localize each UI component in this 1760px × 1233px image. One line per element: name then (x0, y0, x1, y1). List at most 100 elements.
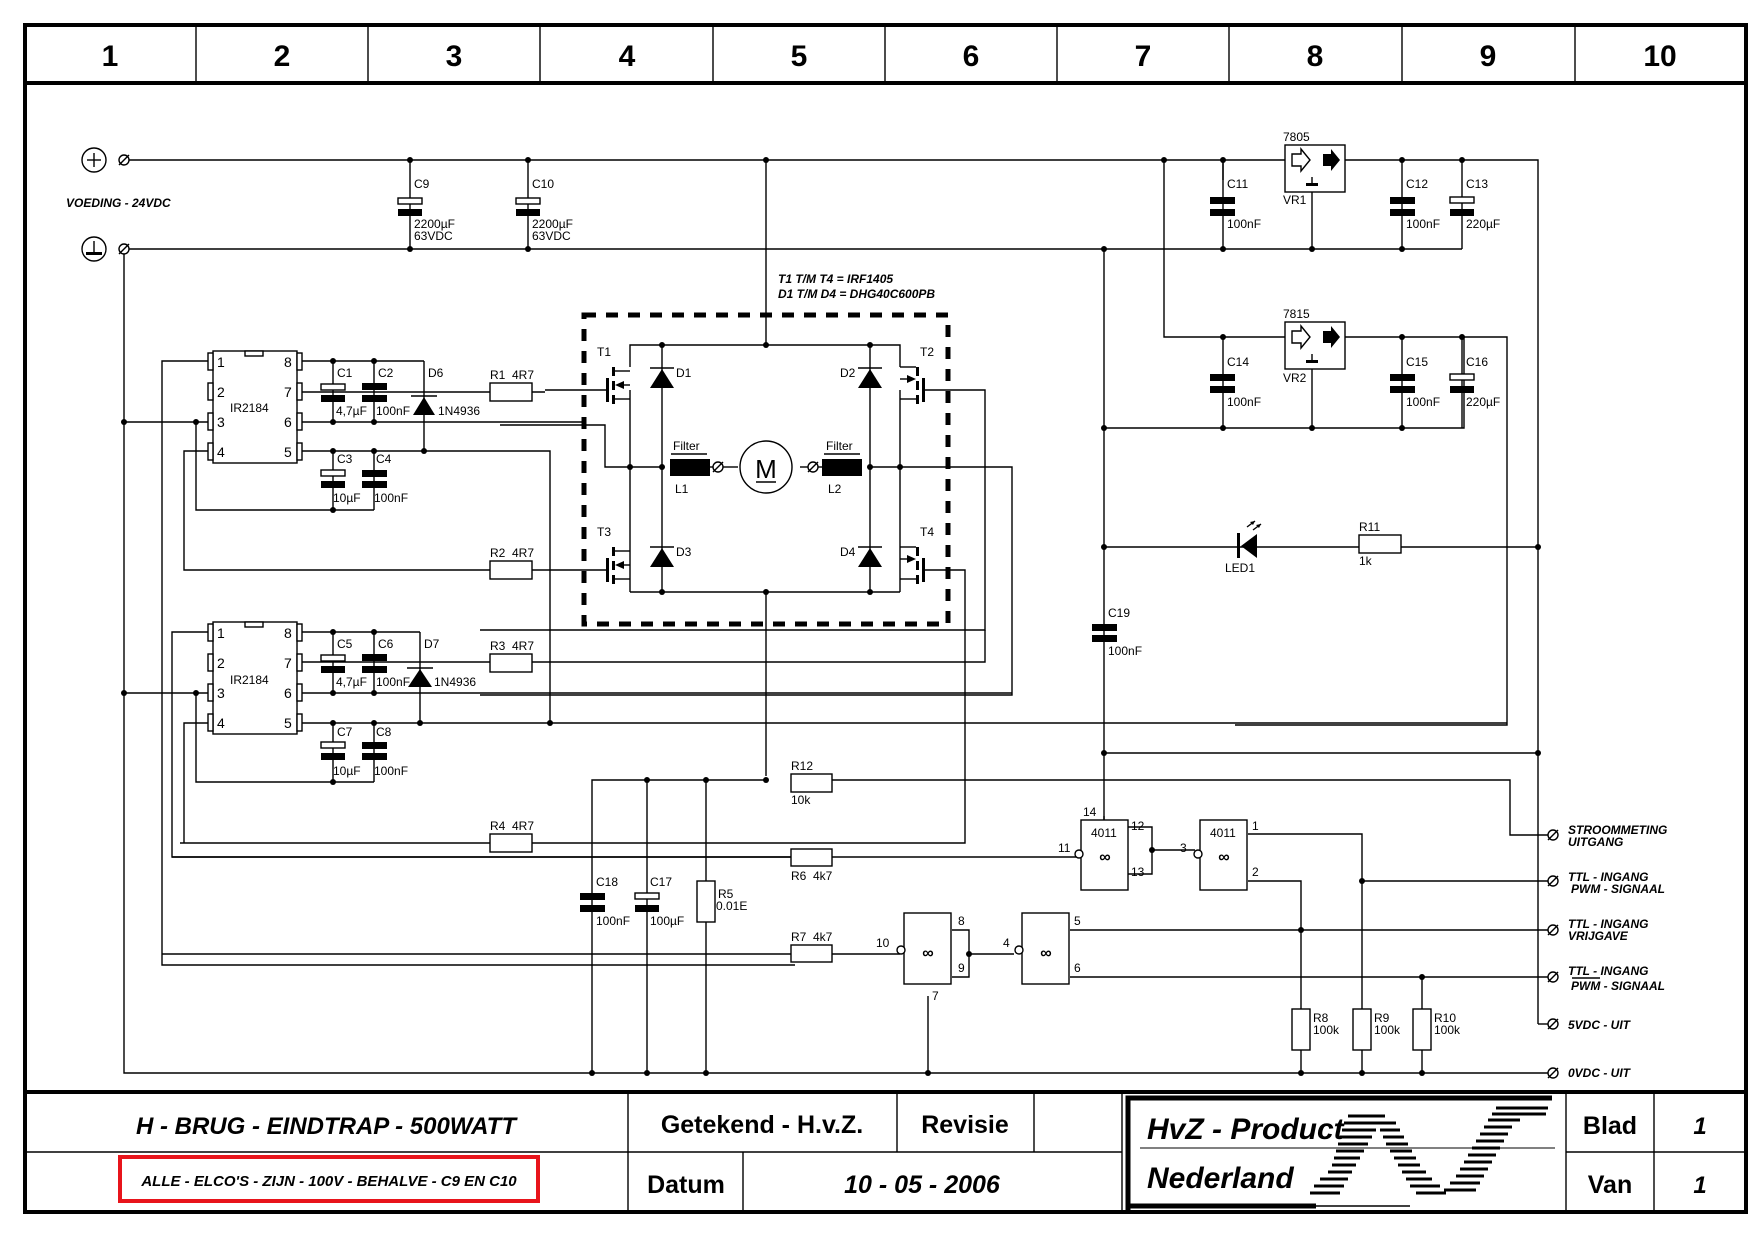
resistor-R8: R8 100k (1291, 1008, 1340, 1051)
svg-text:R6: R6 (791, 869, 807, 883)
svg-text:R2: R2 (490, 546, 506, 560)
resistor-R4: R4 4R7 (489, 819, 534, 853)
svg-text:2: 2 (1252, 865, 1259, 879)
svg-text:PWM - SIGNAAL: PWM - SIGNAAL (1571, 882, 1665, 896)
svg-text:D4: D4 (840, 545, 856, 559)
sheet-total: 1 (1693, 1172, 1706, 1199)
svg-text:C14: C14 (1227, 355, 1249, 369)
svg-text:L2: L2 (828, 482, 842, 496)
svg-text:4,7µF: 4,7µF (336, 675, 367, 689)
svg-text:7815: 7815 (1283, 307, 1310, 321)
svg-text:Filter: Filter (673, 439, 700, 453)
schmitt-icon: ∞ (1099, 849, 1110, 866)
diode-D7: D7 1N4936 (407, 632, 476, 723)
connector-pwm-input: TTL - INGANG PWM - SIGNAAL (1547, 870, 1665, 896)
svg-text:C10: C10 (532, 177, 554, 191)
nand-gate-1: 4011 ∞ 11 14 12 13 (1058, 805, 1145, 891)
nand-gate-3: ∞ 10 8 9 7 (876, 912, 965, 1003)
column-label: 10 (1643, 40, 1676, 73)
svg-text:C9: C9 (414, 177, 430, 191)
svg-text:63VDC: 63VDC (532, 229, 571, 243)
capacitor-C2: C2 100nF (362, 366, 410, 418)
capacitor-C3: C3 10µF (320, 452, 361, 505)
column-label: 3 (446, 40, 463, 73)
capacitor-C19: C19 100nF (1092, 606, 1142, 658)
svg-text:9: 9 (958, 961, 965, 975)
svg-text:0.01E: 0.01E (716, 899, 747, 913)
column-label: 4 (619, 40, 636, 73)
capacitor-C1: C1 4,7µF (320, 366, 367, 418)
svg-text:Filter: Filter (826, 439, 853, 453)
wires (123, 159, 1548, 1074)
resistor-R6: R6 4k7 (790, 848, 833, 883)
svg-text:4R7: 4R7 (512, 546, 534, 560)
column-header: 1 2 3 4 5 6 7 8 9 10 (102, 25, 1677, 83)
svg-text:C2: C2 (378, 366, 394, 380)
svg-text:D2: D2 (840, 366, 856, 380)
capacitor-C14: C14 100nF (1210, 337, 1261, 428)
svg-text:4: 4 (217, 715, 225, 731)
drawing-title: H - BRUG - EINDTRAP - 500WATT (136, 1113, 518, 1140)
svg-text:100k: 100k (1313, 1023, 1340, 1037)
svg-text:UITGANG: UITGANG (1568, 835, 1623, 849)
svg-text:1: 1 (217, 625, 225, 641)
drawn-by: Getekend - H.v.Z. (661, 1111, 863, 1139)
svg-text:LED1: LED1 (1225, 561, 1255, 575)
svg-text:TTL - INGANG: TTL - INGANG (1568, 870, 1648, 884)
motor-icon: M (739, 440, 793, 494)
svg-text:VRIJGAVE: VRIJGAVE (1568, 929, 1629, 943)
svg-text:T4: T4 (920, 525, 934, 539)
nand-gate-4: ∞ 4 5 6 (1003, 912, 1081, 985)
regulator-VR2: 7815 VR2 (1283, 307, 1346, 385)
connector-enable-input: TTL - INGANG VRIJGAVE (1547, 917, 1648, 943)
schmitt-icon: ∞ (1040, 945, 1051, 962)
power-label: VOEDING - 24VDC (66, 196, 171, 210)
mosfet-T3: T3 (545, 525, 630, 584)
schmitt-icon: ∞ (1218, 849, 1229, 866)
svg-text:3: 3 (217, 685, 225, 701)
diode-D2: D2 (840, 366, 882, 388)
capacitor-C4: C4 100nF (362, 452, 408, 505)
svg-text:R10: R10 (1434, 1011, 1456, 1025)
svg-text:C16: C16 (1466, 355, 1488, 369)
svg-text:4k7: 4k7 (813, 930, 833, 944)
svg-text:6: 6 (1074, 961, 1081, 975)
svg-text:6: 6 (284, 414, 292, 430)
connector-pwm-inverted-input: TTL - INGANG PWM - SIGNAAL (1547, 964, 1665, 993)
svg-text:PWM - SIGNAAL: PWM - SIGNAAL (1571, 979, 1665, 993)
svg-text:100nF: 100nF (376, 404, 410, 418)
svg-text:1: 1 (217, 354, 225, 370)
column-label: 7 (1135, 40, 1152, 73)
mosfet-T1: T1 (545, 345, 630, 404)
svg-text:R9: R9 (1374, 1011, 1390, 1025)
svg-text:1k: 1k (1359, 554, 1373, 568)
svg-text:220µF: 220µF (1466, 395, 1500, 409)
mosfet-T4: T4 (180, 525, 966, 844)
svg-text:5: 5 (284, 444, 292, 460)
capacitor-C16: C16 220µF (1449, 337, 1500, 428)
svg-text:5VDC - UIT: 5VDC - UIT (1568, 1018, 1632, 1032)
svg-text:100nF: 100nF (1227, 395, 1261, 409)
svg-text:STROOMMETING: STROOMMETING (1568, 823, 1667, 837)
svg-text:C5: C5 (337, 637, 353, 651)
svg-text:10µF: 10µF (333, 764, 361, 778)
column-label: 5 (791, 40, 808, 73)
svg-text:1N4936: 1N4936 (434, 675, 476, 689)
company-logo: HvZ - Product Nederland (1125, 1095, 1555, 1210)
svg-text:C15: C15 (1406, 355, 1428, 369)
led-LED1: LED1 (1225, 520, 1262, 575)
svg-text:C11: C11 (1227, 177, 1248, 191)
date-value: 10 - 05 - 2006 (844, 1171, 1001, 1199)
resistor-R3: R3 4R7 (489, 639, 534, 673)
svg-text:100nF: 100nF (1406, 217, 1440, 231)
svg-text:100nF: 100nF (374, 764, 408, 778)
capacitor-C17: C17 100µF (634, 875, 684, 928)
svg-text:C6: C6 (378, 637, 394, 651)
capacitor-C6: C6 100nF (362, 637, 410, 689)
svg-text:7: 7 (932, 989, 939, 1003)
svg-text:T1: T1 (597, 345, 611, 359)
svg-text:R1: R1 (490, 368, 506, 382)
svg-text:D6: D6 (428, 366, 444, 380)
svg-text:11: 11 (1058, 841, 1071, 855)
